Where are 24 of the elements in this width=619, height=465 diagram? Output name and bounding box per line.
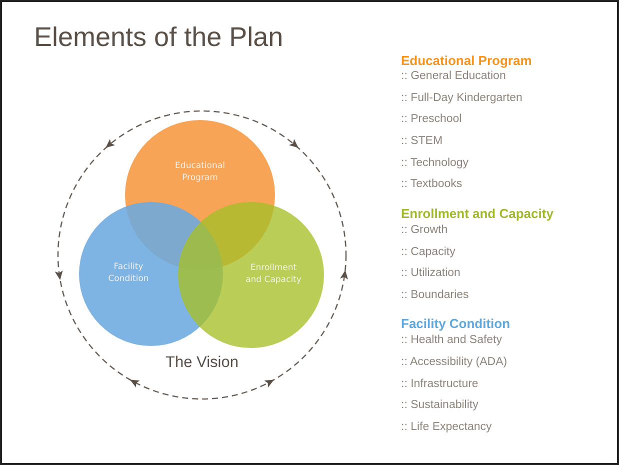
category-heading: Educational Program (401, 53, 532, 68)
list-item: :: Growth (401, 224, 448, 236)
circle-label: Facility Condition (107, 262, 150, 286)
list-item: :: Sustainability (401, 399, 478, 411)
list-item: :: Accessibility (ADA) (401, 356, 508, 368)
list-item: :: General Education (401, 70, 506, 82)
circle-label: Enrollment and Capacity (244, 263, 302, 287)
list-item: :: Technology (401, 157, 469, 169)
list-item: :: Textbooks (401, 178, 462, 190)
list-item: :: Preschool (401, 113, 462, 125)
list-item: :: Infrastructure (401, 378, 478, 390)
list-item: :: Life Expectancy (401, 421, 492, 433)
slide-title: Elements of the Plan (34, 22, 284, 53)
list-item: :: Capacity (401, 246, 456, 258)
list-item: :: STEM (401, 135, 443, 147)
cycle-circle (55, 108, 349, 402)
list-item: :: Full-Day Kindergarten (401, 92, 522, 104)
circle-label: Educational Program (174, 160, 226, 184)
list-item: :: Boundaries (401, 289, 469, 301)
category-heading: Facility Condition (401, 316, 510, 331)
vision-label: The Vision (164, 354, 240, 372)
list-item: :: Utilization (401, 267, 460, 279)
category-heading: Enrollment and Capacity (401, 206, 554, 221)
list-item: :: Health and Safety (401, 334, 502, 346)
